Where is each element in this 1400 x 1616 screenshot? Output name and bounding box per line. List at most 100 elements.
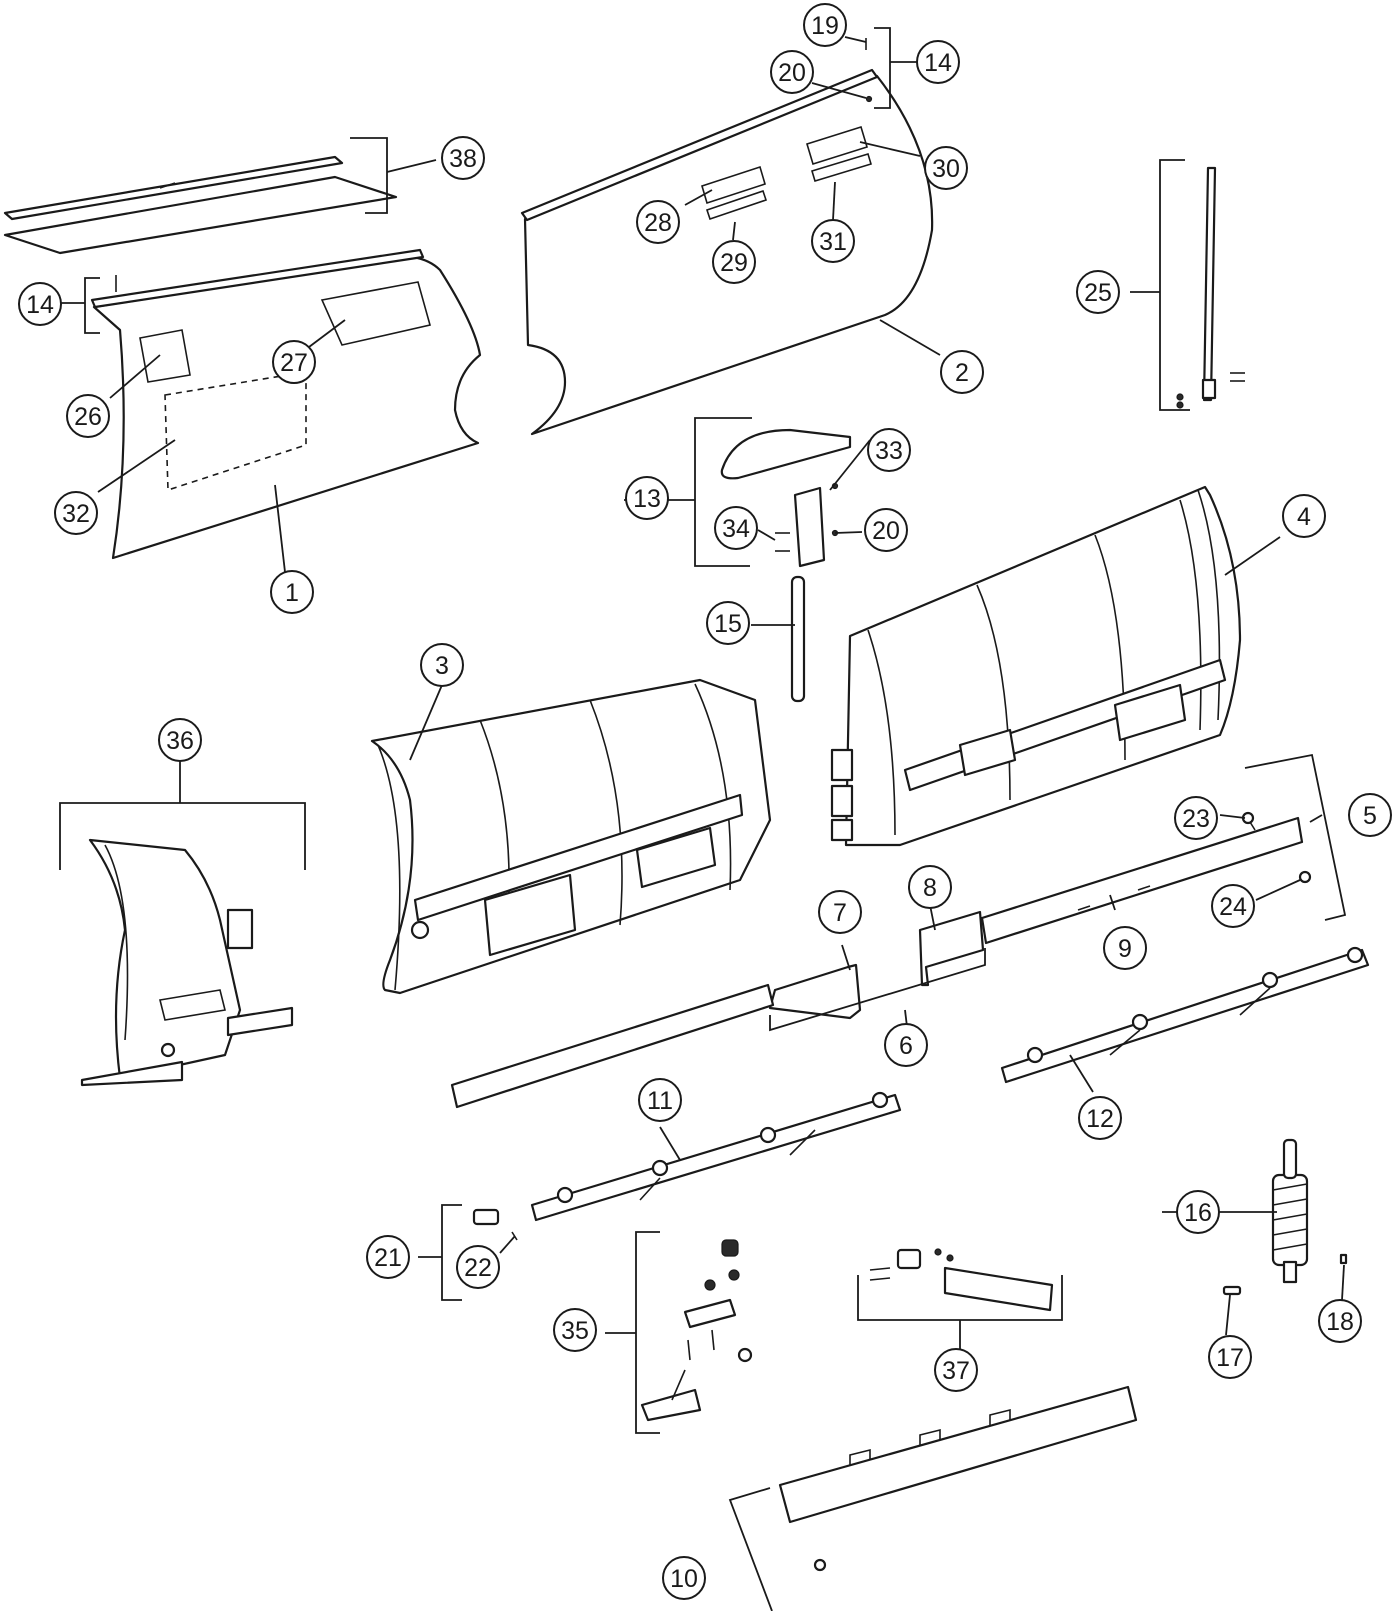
callout-circle: [420, 643, 464, 687]
callout-c14a: 14: [18, 282, 62, 326]
callout-label: 8: [923, 874, 937, 902]
callout-c19: 19: [803, 3, 847, 47]
callout-circle: [456, 1245, 500, 1289]
callout-circle: [924, 146, 968, 190]
callout-label: 9: [1118, 935, 1132, 963]
callout-c23: 23: [1174, 796, 1218, 840]
callout-label: 12: [1086, 1105, 1114, 1133]
callout-c21: 21: [366, 1235, 410, 1279]
callout-c2: 2: [940, 350, 984, 394]
callout-circle: [1103, 926, 1147, 970]
callout-circle: [884, 1023, 928, 1067]
callout-circle: [770, 50, 814, 94]
callout-label: 14: [26, 291, 54, 319]
part-37-shoe: [869, 1248, 1054, 1312]
callout-c32: 32: [54, 491, 98, 535]
callout-c10: 10: [662, 1556, 706, 1600]
callout-circle: [158, 718, 202, 762]
callout-label: 37: [942, 1357, 970, 1385]
part-10-deflector: [778, 1385, 1138, 1572]
callout-circle: [714, 506, 758, 550]
callout-label: 19: [811, 12, 839, 40]
part-21-pin: [472, 1208, 500, 1226]
callout-c5: 5: [1348, 793, 1392, 837]
part-6-long-edge: [450, 983, 775, 1109]
callout-circle: [625, 476, 669, 520]
callout-circle: [272, 340, 316, 384]
callout-c6: 6: [884, 1023, 928, 1067]
part-3-left-frame: [370, 678, 772, 995]
callout-label: 32: [62, 500, 90, 528]
callout-circle: [916, 40, 960, 84]
callout-c31: 31: [811, 219, 855, 263]
callout-circle: [940, 350, 984, 394]
callout-circle: [553, 1308, 597, 1352]
callout-c8: 8: [908, 865, 952, 909]
callout-c14b: 14: [916, 40, 960, 84]
part-12-trip-edge-right: [1000, 946, 1370, 1084]
callout-label: 31: [819, 228, 847, 256]
callout-c24: 24: [1211, 884, 1255, 928]
callout-label: 5: [1363, 802, 1377, 830]
callout-label: 23: [1182, 805, 1210, 833]
callout-label: 1: [285, 579, 299, 607]
callout-c7: 7: [818, 890, 862, 934]
callout-circle: [1282, 494, 1326, 538]
callout-c28: 28: [636, 200, 680, 244]
callout-c1: 1: [270, 570, 314, 614]
callout-label: 20: [778, 59, 806, 87]
callout-label: 24: [1219, 893, 1247, 921]
leader-lines: [42, 36, 1345, 1336]
callout-circle: [934, 1348, 978, 1392]
callout-label: 21: [374, 1244, 402, 1272]
callout-circle: [1211, 884, 1255, 928]
callout-c4: 4: [1282, 494, 1326, 538]
callout-label: 18: [1326, 1308, 1354, 1336]
callout-circle: [867, 428, 911, 472]
callout-label: 35: [561, 1317, 589, 1345]
callout-c3: 3: [420, 643, 464, 687]
callout-label: 6: [899, 1032, 913, 1060]
callout-circle: [18, 282, 62, 326]
part-23-bolt: [1241, 811, 1256, 831]
callout-c20a: 20: [770, 50, 814, 94]
callout-label: 16: [1184, 1199, 1212, 1227]
callout-circle: [636, 200, 680, 244]
callout-label: 22: [464, 1254, 492, 1282]
callout-circle: [366, 1235, 410, 1279]
callout-circle: [1174, 796, 1218, 840]
part-18-clip: [1339, 1253, 1348, 1265]
callout-c36: 36: [158, 718, 202, 762]
callout-circle: [1176, 1190, 1220, 1234]
callout-label: 10: [670, 1565, 698, 1593]
callout-label: 7: [833, 899, 847, 927]
callout-c15: 15: [706, 601, 750, 645]
callout-label: 20: [872, 517, 900, 545]
part-17-pin: [1222, 1285, 1242, 1296]
callout-c35: 35: [553, 1308, 597, 1352]
callout-circle: [1076, 270, 1120, 314]
callout-label: 2: [955, 359, 969, 387]
callout-circle: [818, 890, 862, 934]
callout-c27: 27: [272, 340, 316, 384]
part-38-edge-strips: [3, 155, 398, 255]
callout-c11: 11: [638, 1078, 682, 1122]
part-1-left-moldboard: [90, 248, 482, 560]
part-7-plate: [768, 963, 862, 1020]
callout-c25: 25: [1076, 270, 1120, 314]
part-16-spring: [1271, 1138, 1309, 1284]
callout-circle: [864, 508, 908, 552]
callout-c38: 38: [441, 136, 485, 180]
callout-label: 34: [722, 515, 750, 543]
callout-label: 28: [644, 209, 672, 237]
callout-circle: [638, 1078, 682, 1122]
callout-label: 15: [714, 610, 742, 638]
callout-c29: 29: [712, 240, 756, 284]
callout-circle: [803, 3, 847, 47]
part-36-end-shield: [80, 838, 294, 1087]
callout-c26: 26: [66, 394, 110, 438]
part-24-nut: [1298, 870, 1312, 884]
callout-c13: 13: [625, 476, 669, 520]
